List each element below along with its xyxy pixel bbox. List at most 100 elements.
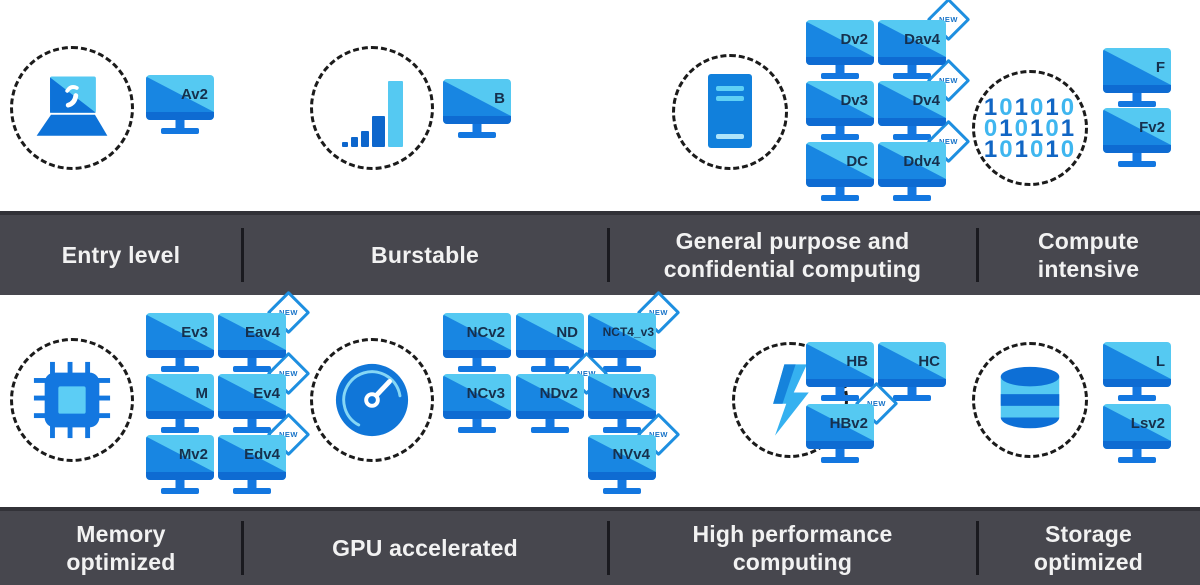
monitor-base bbox=[893, 134, 931, 140]
gpu-accelerated-circle bbox=[310, 338, 434, 462]
monitor-base bbox=[161, 366, 199, 372]
laptop-icon bbox=[29, 74, 115, 142]
category-label-burstable: Burstable bbox=[242, 215, 608, 295]
vm-series-label: Av2 bbox=[181, 85, 208, 103]
monitor-stand bbox=[175, 419, 185, 427]
vm-series-label: Ddv4 bbox=[903, 152, 940, 170]
monitor-screen: M bbox=[146, 374, 214, 419]
monitor-base bbox=[893, 73, 931, 79]
monitor-screen: Fv2 bbox=[1103, 108, 1171, 153]
category-label-general-purpose: General purpose and confidential computi… bbox=[608, 215, 977, 295]
vm-monitor-HB: HB bbox=[806, 342, 874, 401]
monitor-screen: DC bbox=[806, 142, 874, 187]
vm-monitor-Av2: Av2 bbox=[146, 75, 214, 134]
monitor-screen: Dv4 bbox=[878, 81, 946, 126]
vm-monitor-Ev3: Ev3 bbox=[146, 313, 214, 372]
monitor-screen: NVv4 bbox=[588, 435, 656, 480]
monitor-stand bbox=[617, 419, 627, 427]
vm-series-label: HC bbox=[918, 352, 940, 370]
monitor-base bbox=[233, 427, 271, 433]
vm-series-label: Dv3 bbox=[840, 91, 868, 109]
monitor-screen: Dv2 bbox=[806, 20, 874, 65]
monitor-stand bbox=[1132, 449, 1142, 457]
monitor-screen: NDv2 bbox=[516, 374, 584, 419]
monitor-screen: Av2 bbox=[146, 75, 214, 120]
vm-monitor-DC: DC bbox=[806, 142, 874, 201]
monitor-screen: F bbox=[1103, 48, 1171, 93]
category-label-high-performance: High performance computing bbox=[608, 511, 977, 585]
monitor-stand bbox=[472, 419, 482, 427]
vm-series-label: Ev4 bbox=[253, 384, 280, 402]
vm-series-label: Dav4 bbox=[904, 30, 940, 48]
monitor-base bbox=[821, 195, 859, 201]
database-icon bbox=[991, 361, 1069, 439]
monitor-base bbox=[458, 132, 496, 138]
monitor-stand bbox=[545, 358, 555, 366]
vm-monitor-B: B bbox=[443, 79, 511, 138]
monitor-base bbox=[603, 366, 641, 372]
monitor-stand bbox=[907, 126, 917, 134]
monitor-base bbox=[893, 395, 931, 401]
monitor-base bbox=[821, 134, 859, 140]
monitor-screen: Ev3 bbox=[146, 313, 214, 358]
vm-monitor-L: L bbox=[1103, 342, 1171, 401]
gauge-icon bbox=[333, 361, 411, 439]
monitor-base bbox=[161, 427, 199, 433]
monitor-screen: Ddv4 bbox=[878, 142, 946, 187]
vm-series-label: F bbox=[1155, 58, 1165, 76]
category-label-compute-intensive: Compute intensive bbox=[977, 215, 1200, 295]
monitor-screen: Mv2 bbox=[146, 435, 214, 480]
monitor-stand bbox=[545, 419, 555, 427]
monitor-stand bbox=[835, 387, 845, 395]
monitor-stand bbox=[247, 358, 257, 366]
monitor-base bbox=[458, 427, 496, 433]
vm-series-label: NVv3 bbox=[612, 384, 650, 402]
monitor-base bbox=[603, 488, 641, 494]
monitor-screen: HC bbox=[878, 342, 946, 387]
lightning-icon bbox=[760, 360, 820, 440]
monitor-base bbox=[1118, 395, 1156, 401]
category-label-entry-level: Entry level bbox=[61, 242, 181, 268]
monitor-base bbox=[603, 427, 641, 433]
monitor-stand bbox=[472, 358, 482, 366]
monitor-stand bbox=[907, 65, 917, 73]
monitor-stand bbox=[175, 480, 185, 488]
monitor-screen: L bbox=[1103, 342, 1171, 387]
monitor-screen: Ev4 bbox=[218, 374, 286, 419]
vm-series-label: Lsv2 bbox=[1130, 414, 1165, 432]
monitor-base bbox=[161, 128, 199, 134]
vm-series-label: NCv2 bbox=[466, 323, 505, 341]
vm-series-label: Mv2 bbox=[178, 445, 208, 463]
vm-monitor-Dv3: Dv3 bbox=[806, 81, 874, 140]
monitor-screen: NCv3 bbox=[443, 374, 511, 419]
vm-series-label: Ev3 bbox=[181, 323, 208, 341]
vm-series-label: NCv3 bbox=[466, 384, 505, 402]
monitor-screen: NCv2 bbox=[443, 313, 511, 358]
vm-series-label: M bbox=[195, 384, 209, 402]
monitor-base bbox=[821, 457, 859, 463]
vm-monitor-F: F bbox=[1103, 48, 1171, 107]
vm-series-label: Edv4 bbox=[244, 445, 280, 463]
monitor-base bbox=[458, 366, 496, 372]
vm-monitor-NVv3: NVv3 bbox=[588, 374, 656, 433]
entry-level-circle bbox=[10, 46, 134, 170]
storage-optimized-circle bbox=[972, 342, 1088, 458]
monitor-base bbox=[1118, 161, 1156, 167]
category-band-bottom: Memory optimized GPU accelerated High pe… bbox=[0, 507, 1200, 585]
vm-monitor-NCv2: NCv2 bbox=[443, 313, 511, 372]
vm-series-label: ND bbox=[556, 323, 578, 341]
monitor-screen: NVv3 bbox=[588, 374, 656, 419]
vm-monitor-NCv3: NCv3 bbox=[443, 374, 511, 433]
monitor-screen: Lsv2 bbox=[1103, 404, 1171, 449]
monitor-base bbox=[531, 427, 569, 433]
monitor-stand bbox=[472, 124, 482, 132]
monitor-stand bbox=[907, 387, 917, 395]
server-icon bbox=[704, 72, 756, 152]
